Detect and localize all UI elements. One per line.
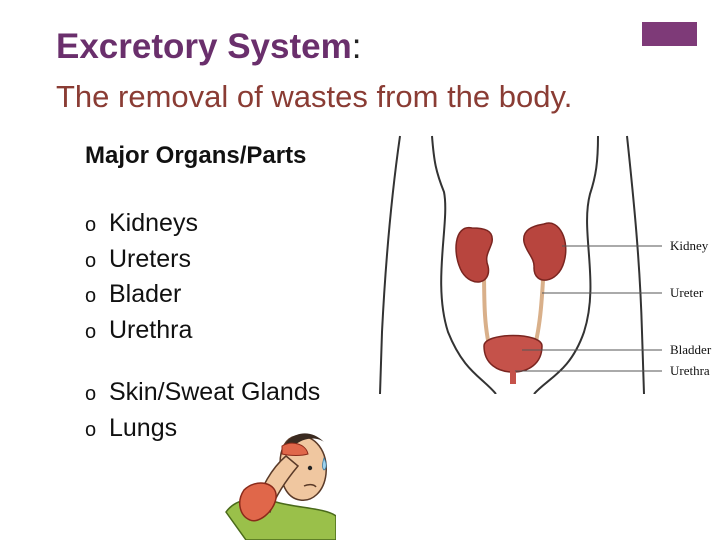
- list-item-label: Urethra: [109, 315, 193, 344]
- list-item: o Kidneys: [85, 207, 198, 243]
- list-item: o Ureters: [85, 243, 198, 279]
- mouth: [303, 483, 317, 488]
- eye: [307, 465, 313, 471]
- urinary-system-diagram: Kidney Ureter Bladder Urethra: [379, 135, 712, 394]
- bladder: [483, 334, 543, 373]
- list-item-label: Skin/Sweat Glands: [109, 378, 321, 406]
- bladder-label: Bladder: [670, 342, 712, 357]
- kidney-label: Kidney: [670, 238, 709, 253]
- corner-accent-block: [642, 22, 697, 46]
- list-item: o Blader: [85, 278, 198, 314]
- bullet-icon: o: [85, 214, 97, 236]
- sweat-drop: [322, 456, 327, 471]
- bullet-icon: o: [85, 285, 97, 307]
- label-leader-lines: [515, 245, 662, 372]
- bullet-icon: o: [85, 383, 97, 405]
- slide-title: Excretory System:: [56, 26, 361, 68]
- list-item: o Skin/Sweat Glands: [85, 376, 320, 412]
- slide-subtitle: The removal of wastes from the body.: [56, 79, 573, 114]
- bullet-icon: o: [85, 418, 97, 441]
- urethra-label: Urethra: [670, 363, 710, 378]
- bullet-icon: o: [85, 249, 97, 272]
- list-item-label: Lungs: [109, 413, 178, 442]
- title-text: Excretory System: [56, 27, 352, 66]
- left-kidney: [455, 227, 493, 283]
- list-item-label: Blader: [109, 280, 182, 308]
- right-kidney: [523, 222, 567, 281]
- hair: [282, 433, 324, 452]
- ureter-label: Ureter: [670, 285, 704, 300]
- towel: [238, 482, 277, 522]
- list-item: o Urethra: [85, 314, 198, 350]
- list-item-label: Kidneys: [109, 209, 198, 237]
- sweating-man-illustration: [225, 433, 336, 540]
- urethra: [510, 370, 516, 384]
- title-colon: :: [351, 27, 362, 66]
- list-item-label: Ureters: [109, 244, 191, 273]
- list-item: o Lungs: [85, 412, 320, 448]
- cloth-on-forehead: [281, 442, 309, 456]
- bullet-icon: o: [85, 320, 97, 343]
- organs-heading: Major Organs/Parts: [85, 142, 307, 169]
